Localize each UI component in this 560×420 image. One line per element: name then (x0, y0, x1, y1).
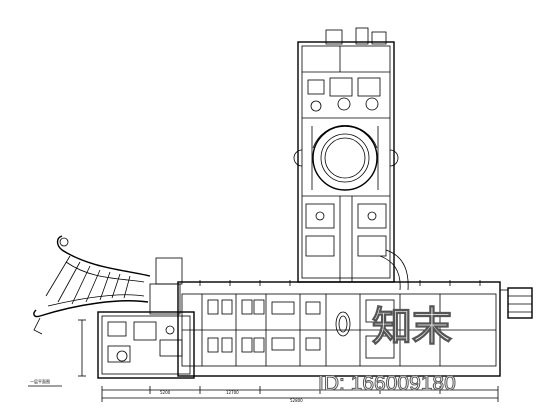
dimension-lines: 5200 12700 52800 (78, 319, 499, 403)
north-tower (293, 27, 409, 291)
watermark-id: ID: 166009180 (318, 372, 456, 395)
west-curved-wing (33, 235, 151, 335)
dim-total: 52800 (290, 398, 303, 403)
watermark: 知末 ID: 166009180 (318, 305, 457, 396)
watermark-logo: 知末 (372, 305, 452, 349)
drawing-title: 一层平面图 (30, 378, 50, 384)
dim-seg1: 5200 (160, 390, 171, 395)
main-body (97, 257, 533, 379)
dim-seg2: 12700 (226, 390, 239, 395)
